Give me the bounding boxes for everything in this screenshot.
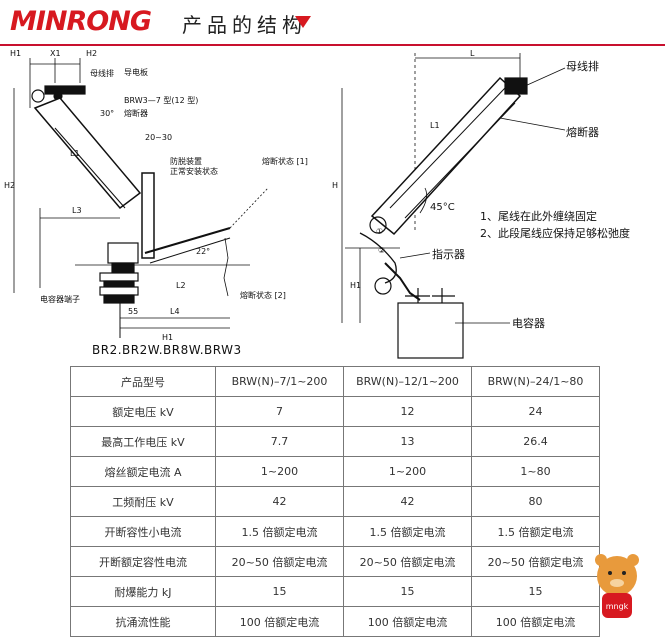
label-l2: L2 (176, 281, 186, 290)
value-cell: 24 (471, 396, 600, 427)
label-capacitor-plate: 导电板 (124, 67, 148, 77)
row-label-cell: 耐爆能力 kJ (70, 576, 216, 607)
label-fuse-right: 熔断器 (566, 125, 599, 139)
value-cell: 1~80 (471, 456, 600, 487)
right-diagram-labels: L 母线排 L1 熔断器 H 45°C 1、尾线在此外缠绕固定 2、此段尾线应保… (332, 49, 630, 330)
value-cell: 100 倍额定电流 (215, 606, 344, 637)
left-diagram (13, 58, 269, 338)
value-cell: 20~50 倍额定电流 (343, 546, 472, 577)
label-h1-right: H1 (350, 281, 361, 290)
label-x1: X1 (50, 49, 61, 58)
label-brw-note: BRW3—7 型(12 型) (124, 96, 198, 105)
label-dim-55: 55 (128, 307, 138, 316)
value-cell: 1.5 倍额定电流 (343, 516, 472, 547)
label-anti-drop: 防脱装置 (170, 156, 202, 166)
label-l1: L1 (70, 149, 80, 158)
brand-logo: MINRONG (10, 6, 152, 37)
row-label-cell: 工频耐压 kV (70, 486, 216, 517)
structure-diagram-svg: H1 X1 H2 母线排 导电板 BRW3—7 型(12 型) 熔断器 30° … (4, 49, 630, 359)
label-note-2: 2、此段尾线应保持足够松弛度 (480, 226, 630, 240)
structure-diagram: H1 X1 H2 母线排 导电板 BRW3—7 型(12 型) 熔断器 30° … (0, 48, 665, 363)
mascot-text: mngk (606, 602, 629, 611)
row-label-cell: 产品型号 (70, 366, 216, 397)
label-state-2: 熔断状态 [2] (240, 290, 286, 300)
diagram-caption: BR2.BR2W.BR8W.BRW3 (92, 343, 242, 357)
value-cell: BRW(N)–7/1~200 (215, 366, 344, 397)
label-l4: L4 (170, 307, 180, 316)
label-l: L (470, 49, 475, 58)
value-cell: 1~200 (215, 456, 344, 487)
value-cell: 12 (343, 396, 472, 427)
value-cell: BRW(N)–24/1~80 (471, 366, 600, 397)
label-state-1: 熔断状态 [1] (262, 156, 308, 166)
label-dim-20-30: 20~30 (145, 133, 172, 142)
value-cell: 100 倍额定电流 (343, 606, 472, 637)
value-cell: 42 (343, 486, 472, 517)
value-cell: 1.5 倍额定电流 (215, 516, 344, 547)
label-h3: H1 (162, 333, 173, 342)
value-cell: 1~200 (343, 456, 472, 487)
section-title: 产品的结构 (182, 13, 307, 37)
label-angle: 45°C (430, 202, 455, 213)
label-normal-install: 正常安装状态 (170, 166, 218, 176)
label-capacitor: 电容器 (512, 316, 545, 330)
label-h2-top: H2 (86, 49, 97, 58)
row-label-cell: 最高工作电压 kV (70, 426, 216, 457)
value-cell: 13 (343, 426, 472, 457)
label-h1: H1 (10, 49, 21, 58)
value-cell: 7.7 (215, 426, 344, 457)
value-cell: 1.5 倍额定电流 (471, 516, 600, 547)
row-label-cell: 开断容性小电流 (70, 516, 216, 547)
row-label-cell: 额定电压 kV (70, 396, 216, 427)
left-diagram-labels: H1 X1 H2 母线排 导电板 BRW3—7 型(12 型) 熔断器 30° … (4, 49, 308, 342)
label-fuse: 熔断器 (124, 108, 148, 118)
label-bus-post: 母线排 (90, 68, 114, 78)
label-circle-2: ② (378, 246, 385, 255)
row-label-cell: 抗涌流性能 (70, 606, 216, 637)
value-cell: 15 (471, 576, 600, 607)
label-circle-1: ① (376, 227, 383, 236)
value-cell: BRW(N)–12/1~200 (343, 366, 472, 397)
value-cell: 20~50 倍额定电流 (215, 546, 344, 577)
value-cell: 42 (215, 486, 344, 517)
label-l1-right: L1 (430, 121, 440, 130)
mascot-image: mngk (587, 548, 647, 623)
label-note-1: 1、尾线在此外缠绕固定 (480, 209, 597, 223)
label-angle-30: 30° (100, 109, 114, 118)
value-cell: 15 (343, 576, 472, 607)
value-cell: 7 (215, 396, 344, 427)
label-h-dim: H2 (4, 181, 15, 190)
value-cell: 100 倍额定电流 (471, 606, 600, 637)
label-indicator: 指示器 (432, 247, 465, 261)
row-label-cell: 熔丝额定电流 A (70, 456, 216, 487)
header-bar: MINRONG 产品的结构 (0, 0, 665, 46)
value-cell: 20~50 倍额定电流 (471, 546, 600, 577)
label-insulator: 电容器端子 (40, 294, 80, 304)
down-arrow-icon (295, 16, 311, 28)
value-cell: 26.4 (471, 426, 600, 457)
label-bus: 母线排 (566, 59, 599, 73)
row-label-cell: 开断额定容性电流 (70, 546, 216, 577)
label-l3: L3 (72, 206, 82, 215)
right-diagram (341, 53, 566, 359)
value-cell: 15 (215, 576, 344, 607)
label-angle-22: 22° (196, 247, 210, 256)
label-h: H (332, 181, 338, 190)
value-cell: 80 (471, 486, 600, 517)
